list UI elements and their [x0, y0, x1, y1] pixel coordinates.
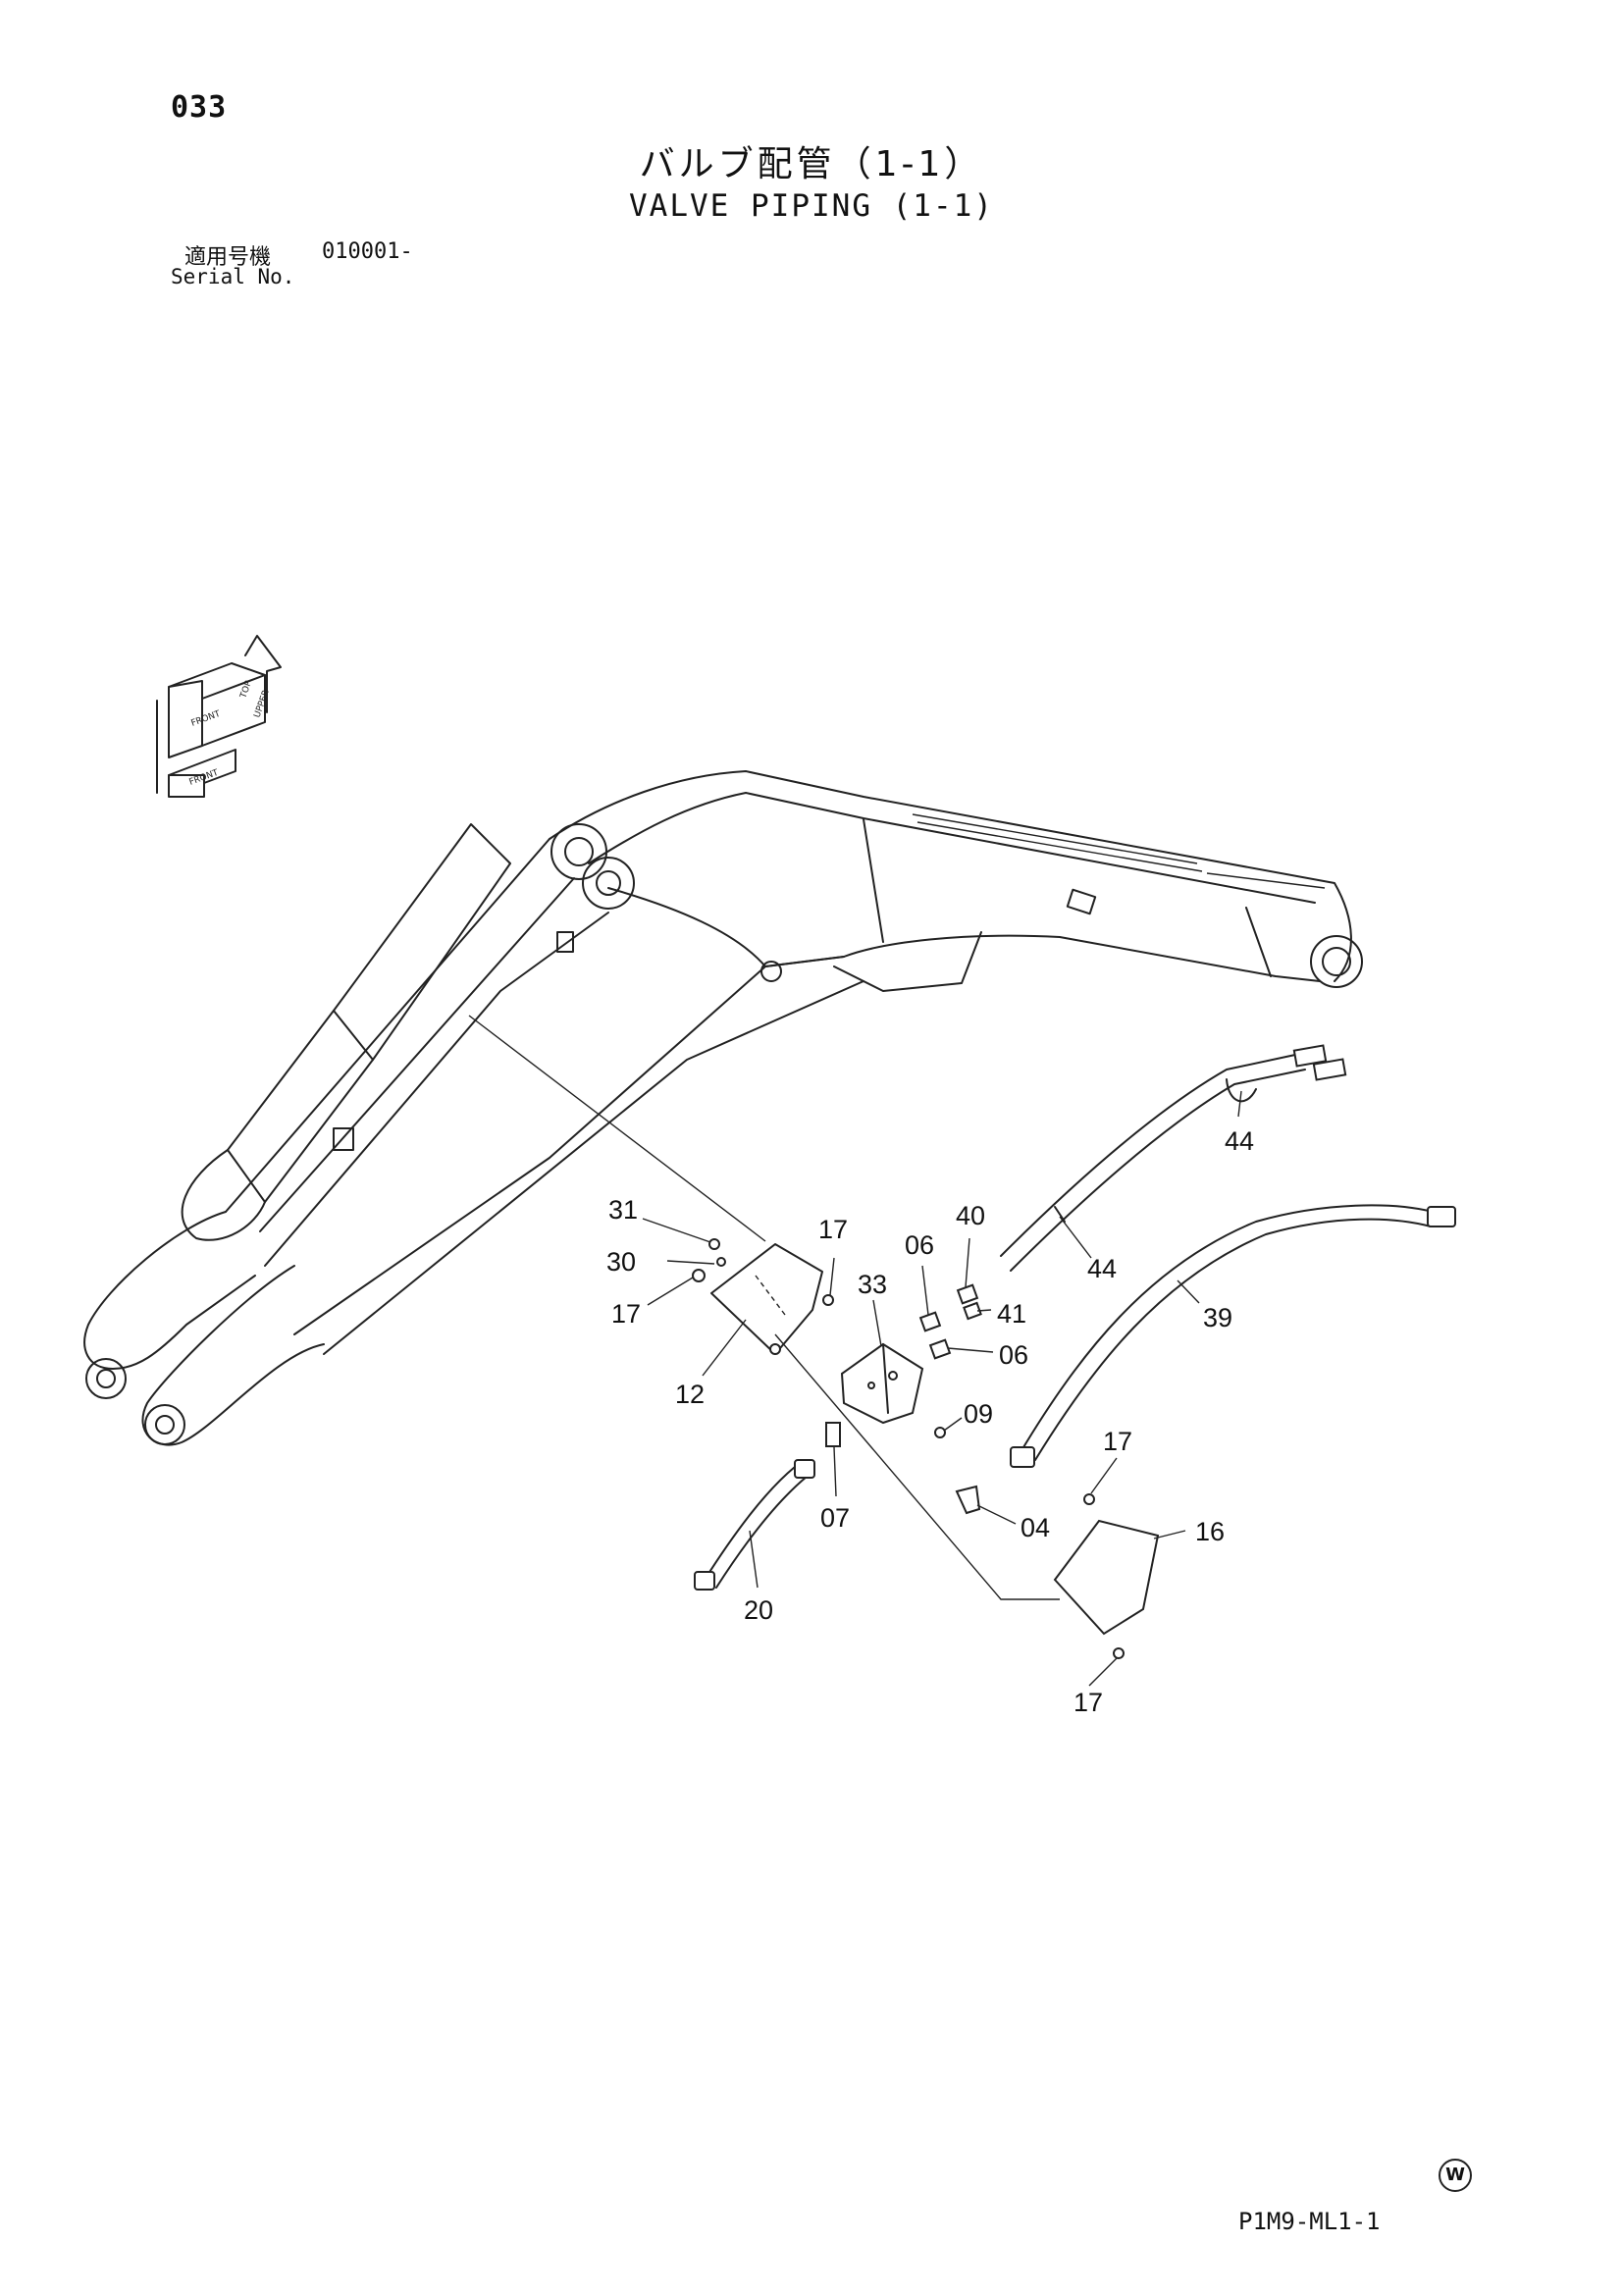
orientation-arrow-icon: FRONT FRONT TOP UPPER	[156, 635, 282, 798]
page-title-english: VALVE PIPING (1-1)	[629, 188, 994, 224]
callout-12: 12	[675, 1380, 705, 1409]
callout-06-lower: 06	[999, 1340, 1028, 1370]
callout-17-bracket: 17	[818, 1215, 848, 1244]
page-title-japanese: バルブ配管（1-1）	[639, 144, 984, 184]
washer-30	[716, 1257, 726, 1267]
w-mark-icon: W	[1439, 2159, 1472, 2192]
orientation-label-upper: UPPER	[252, 689, 271, 719]
callout-41: 41	[997, 1299, 1026, 1329]
callout-06-upper: 06	[905, 1230, 934, 1260]
hose-44	[1000, 1044, 1347, 1272]
callout-17-bolt-left: 17	[611, 1299, 641, 1329]
callout-44-lower: 44	[1087, 1254, 1117, 1283]
callout-07: 07	[820, 1503, 850, 1533]
boom-drawing	[83, 770, 1363, 1446]
callout-33: 33	[858, 1270, 887, 1299]
fitting-40	[956, 1283, 979, 1305]
bolt-09	[934, 1427, 946, 1438]
fitting-07	[825, 1422, 841, 1447]
fitting-06-lower	[928, 1338, 952, 1360]
fitting-06-upper	[918, 1311, 942, 1332]
elbow-04	[955, 1485, 981, 1515]
callout-44-upper: 44	[1225, 1126, 1254, 1156]
callout-17-cover-bottom: 17	[1073, 1688, 1103, 1717]
hose-39	[1010, 1204, 1456, 1468]
callout-09: 09	[964, 1399, 993, 1429]
callout-16: 16	[1195, 1517, 1225, 1546]
serial-number-value: 010001-	[322, 239, 413, 264]
callout-40: 40	[956, 1201, 985, 1230]
hose-20	[694, 1459, 815, 1591]
leader-line	[774, 1333, 1060, 1600]
callout-39: 39	[1203, 1303, 1232, 1332]
bolt-17-left	[692, 1269, 706, 1282]
drawing-code: P1M9-ML1-1	[1238, 2208, 1381, 2235]
nut-31	[708, 1238, 720, 1250]
serial-label-japanese: 適用号機	[184, 245, 272, 270]
leader-line	[468, 1015, 766, 1242]
page-number: 033	[171, 90, 228, 125]
orientation-label-top: TOP	[238, 679, 254, 701]
serial-label-english: Serial No.	[171, 265, 295, 288]
bracket-12	[710, 1243, 823, 1355]
callout-30: 30	[606, 1247, 636, 1277]
valve-33	[840, 1342, 924, 1425]
callout-20: 20	[744, 1595, 773, 1625]
callout-17-cover-top: 17	[1103, 1427, 1132, 1456]
callout-31: 31	[608, 1195, 638, 1225]
orientation-label-front-1: FRONT	[190, 709, 223, 729]
cover-16	[1053, 1493, 1160, 1659]
fitting-41	[963, 1301, 982, 1321]
callout-04: 04	[1021, 1513, 1050, 1542]
bolt-17-bracket	[822, 1294, 834, 1306]
